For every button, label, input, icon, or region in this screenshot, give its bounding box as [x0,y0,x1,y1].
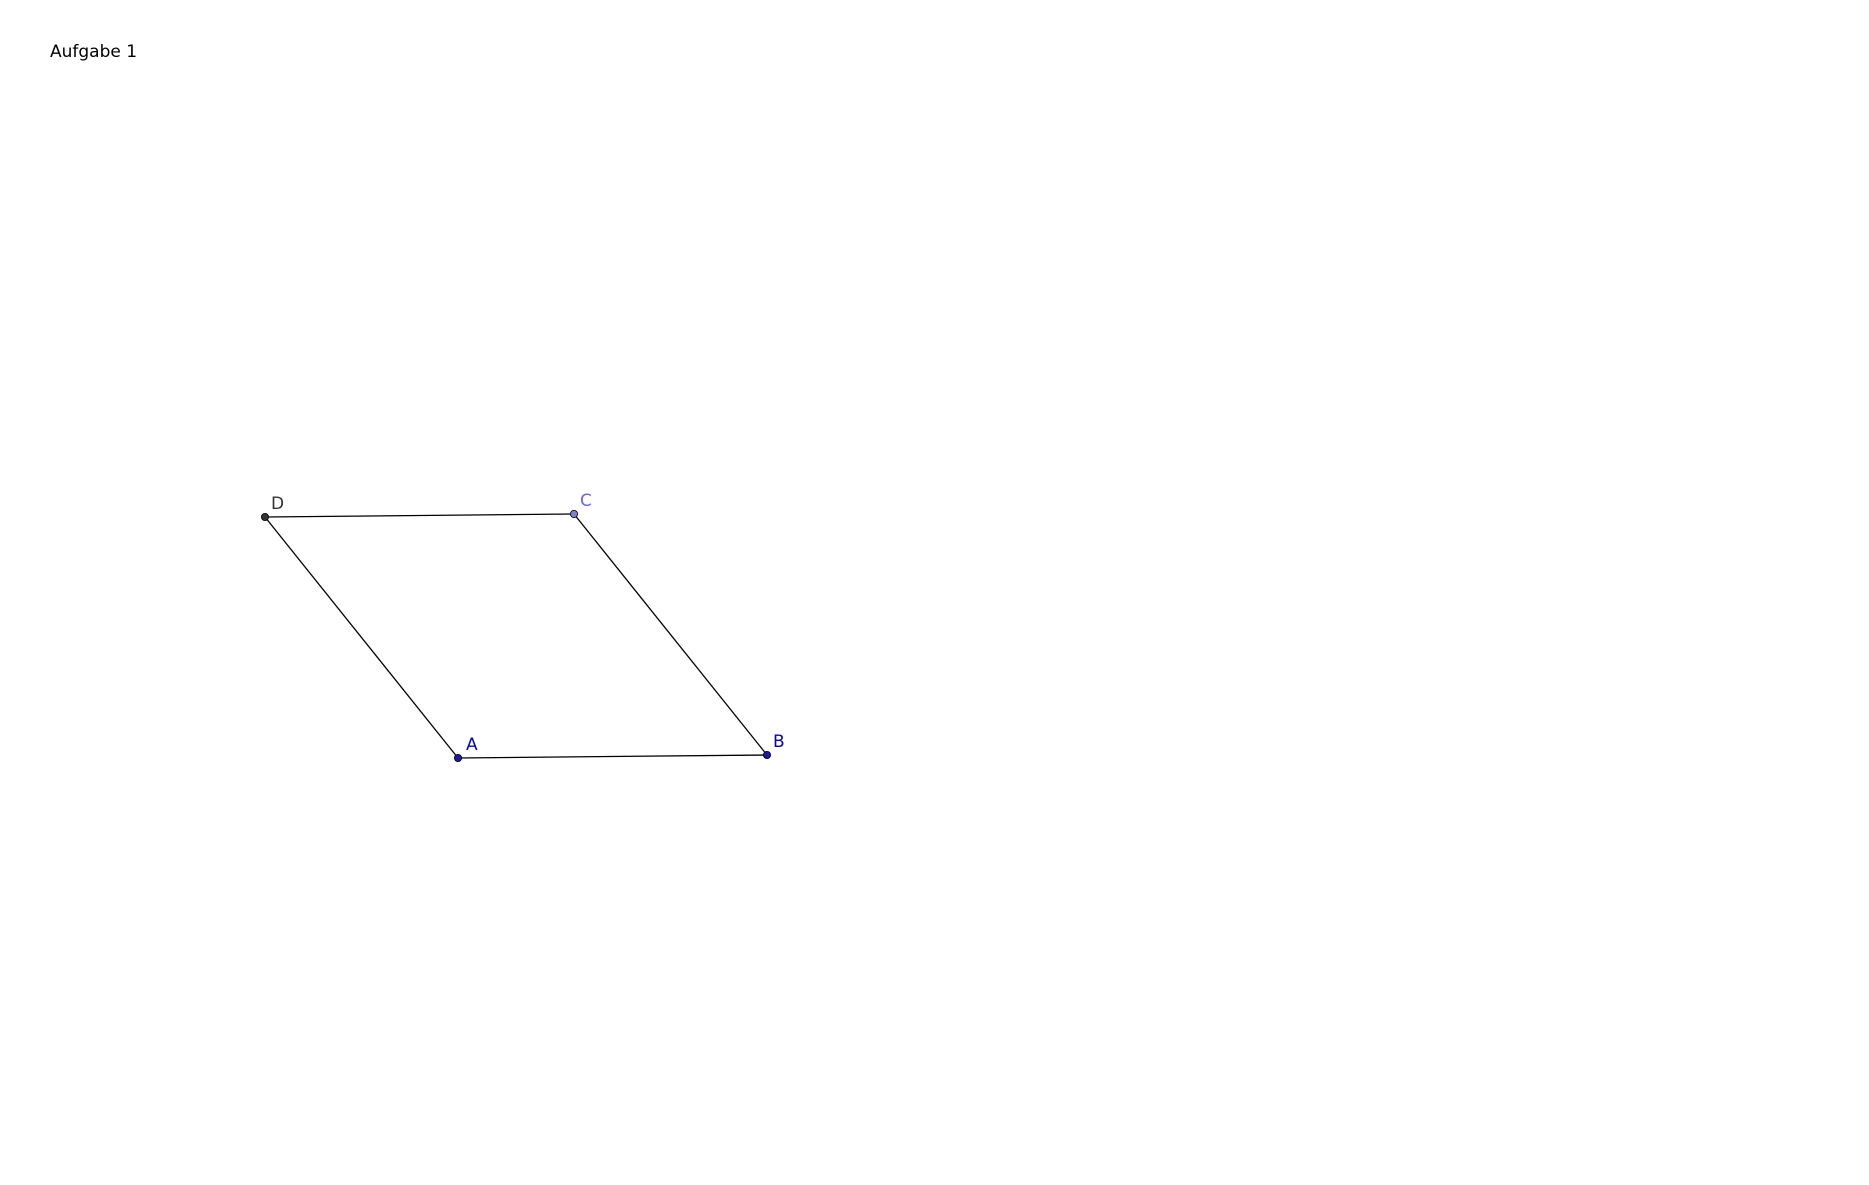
segment-ab[interactable] [457,754,768,759]
point-label-b: B [773,732,785,752]
segment-bc[interactable] [573,513,768,756]
point-a[interactable] [453,754,462,763]
point-d[interactable] [260,513,269,522]
segment-cd[interactable] [264,513,575,518]
point-label-c: C [580,491,592,511]
segment-da[interactable] [264,516,459,759]
point-label-d: D [271,494,284,514]
point-label-a: A [466,735,478,755]
exercise-title: Aufgabe 1 [50,42,138,62]
point-c[interactable] [570,509,579,518]
point-b[interactable] [763,751,772,760]
